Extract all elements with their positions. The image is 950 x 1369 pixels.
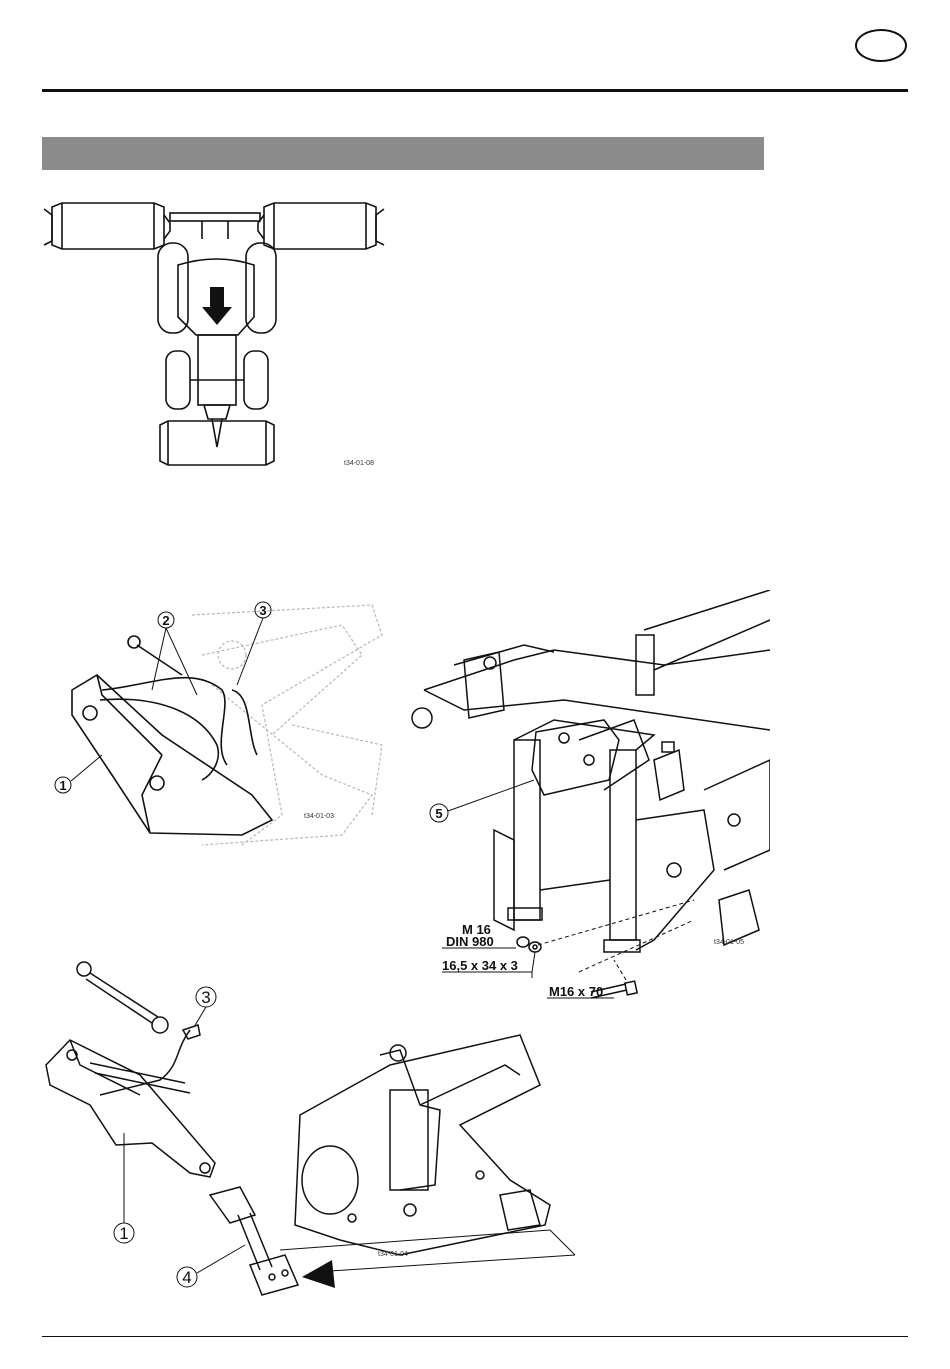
callout-number: 1 (119, 1224, 128, 1243)
footer-rule (42, 1336, 908, 1337)
callout-number: 5 (435, 806, 442, 821)
figure-ref-label: t34-01-08 (344, 460, 374, 467)
figure-top-view: t34-01-08 (42, 195, 387, 475)
figure-exploded: 3 1 4 t34-01-04 (40, 955, 590, 1300)
callout-number: 2 (162, 613, 169, 628)
hydraulic-hoses-drawing: 2 3 1 t34-01-03 (42, 595, 392, 860)
frame-mounting-drawing: M 16 DIN 980 16,5 x 34 x 3 M16 x 70 5 t3… (404, 590, 770, 1015)
exploded-assembly-drawing: 3 1 4 t34-01-04 (40, 955, 590, 1300)
callout-number: 1 (59, 778, 66, 793)
section-heading-bar (42, 137, 764, 170)
tractor-top-view-drawing: t34-01-08 (42, 195, 387, 475)
figure-ref-label: t34-01-05 (714, 939, 744, 946)
callout-number: 3 (259, 603, 266, 618)
callout-number: 3 (201, 988, 210, 1007)
figure-frame: M 16 DIN 980 16,5 x 34 x 3 M16 x 70 5 t3… (404, 590, 770, 1015)
header-rule (42, 89, 908, 92)
figure-ref-label: t34-01-04 (378, 1251, 408, 1258)
figure-hydraulics: 2 3 1 t34-01-03 (42, 595, 392, 860)
nut-spec-standard: DIN 980 (446, 934, 494, 949)
language-badge (855, 29, 907, 62)
figure-ref-label: t34-01-03 (304, 813, 334, 820)
callout-number: 4 (182, 1268, 191, 1287)
